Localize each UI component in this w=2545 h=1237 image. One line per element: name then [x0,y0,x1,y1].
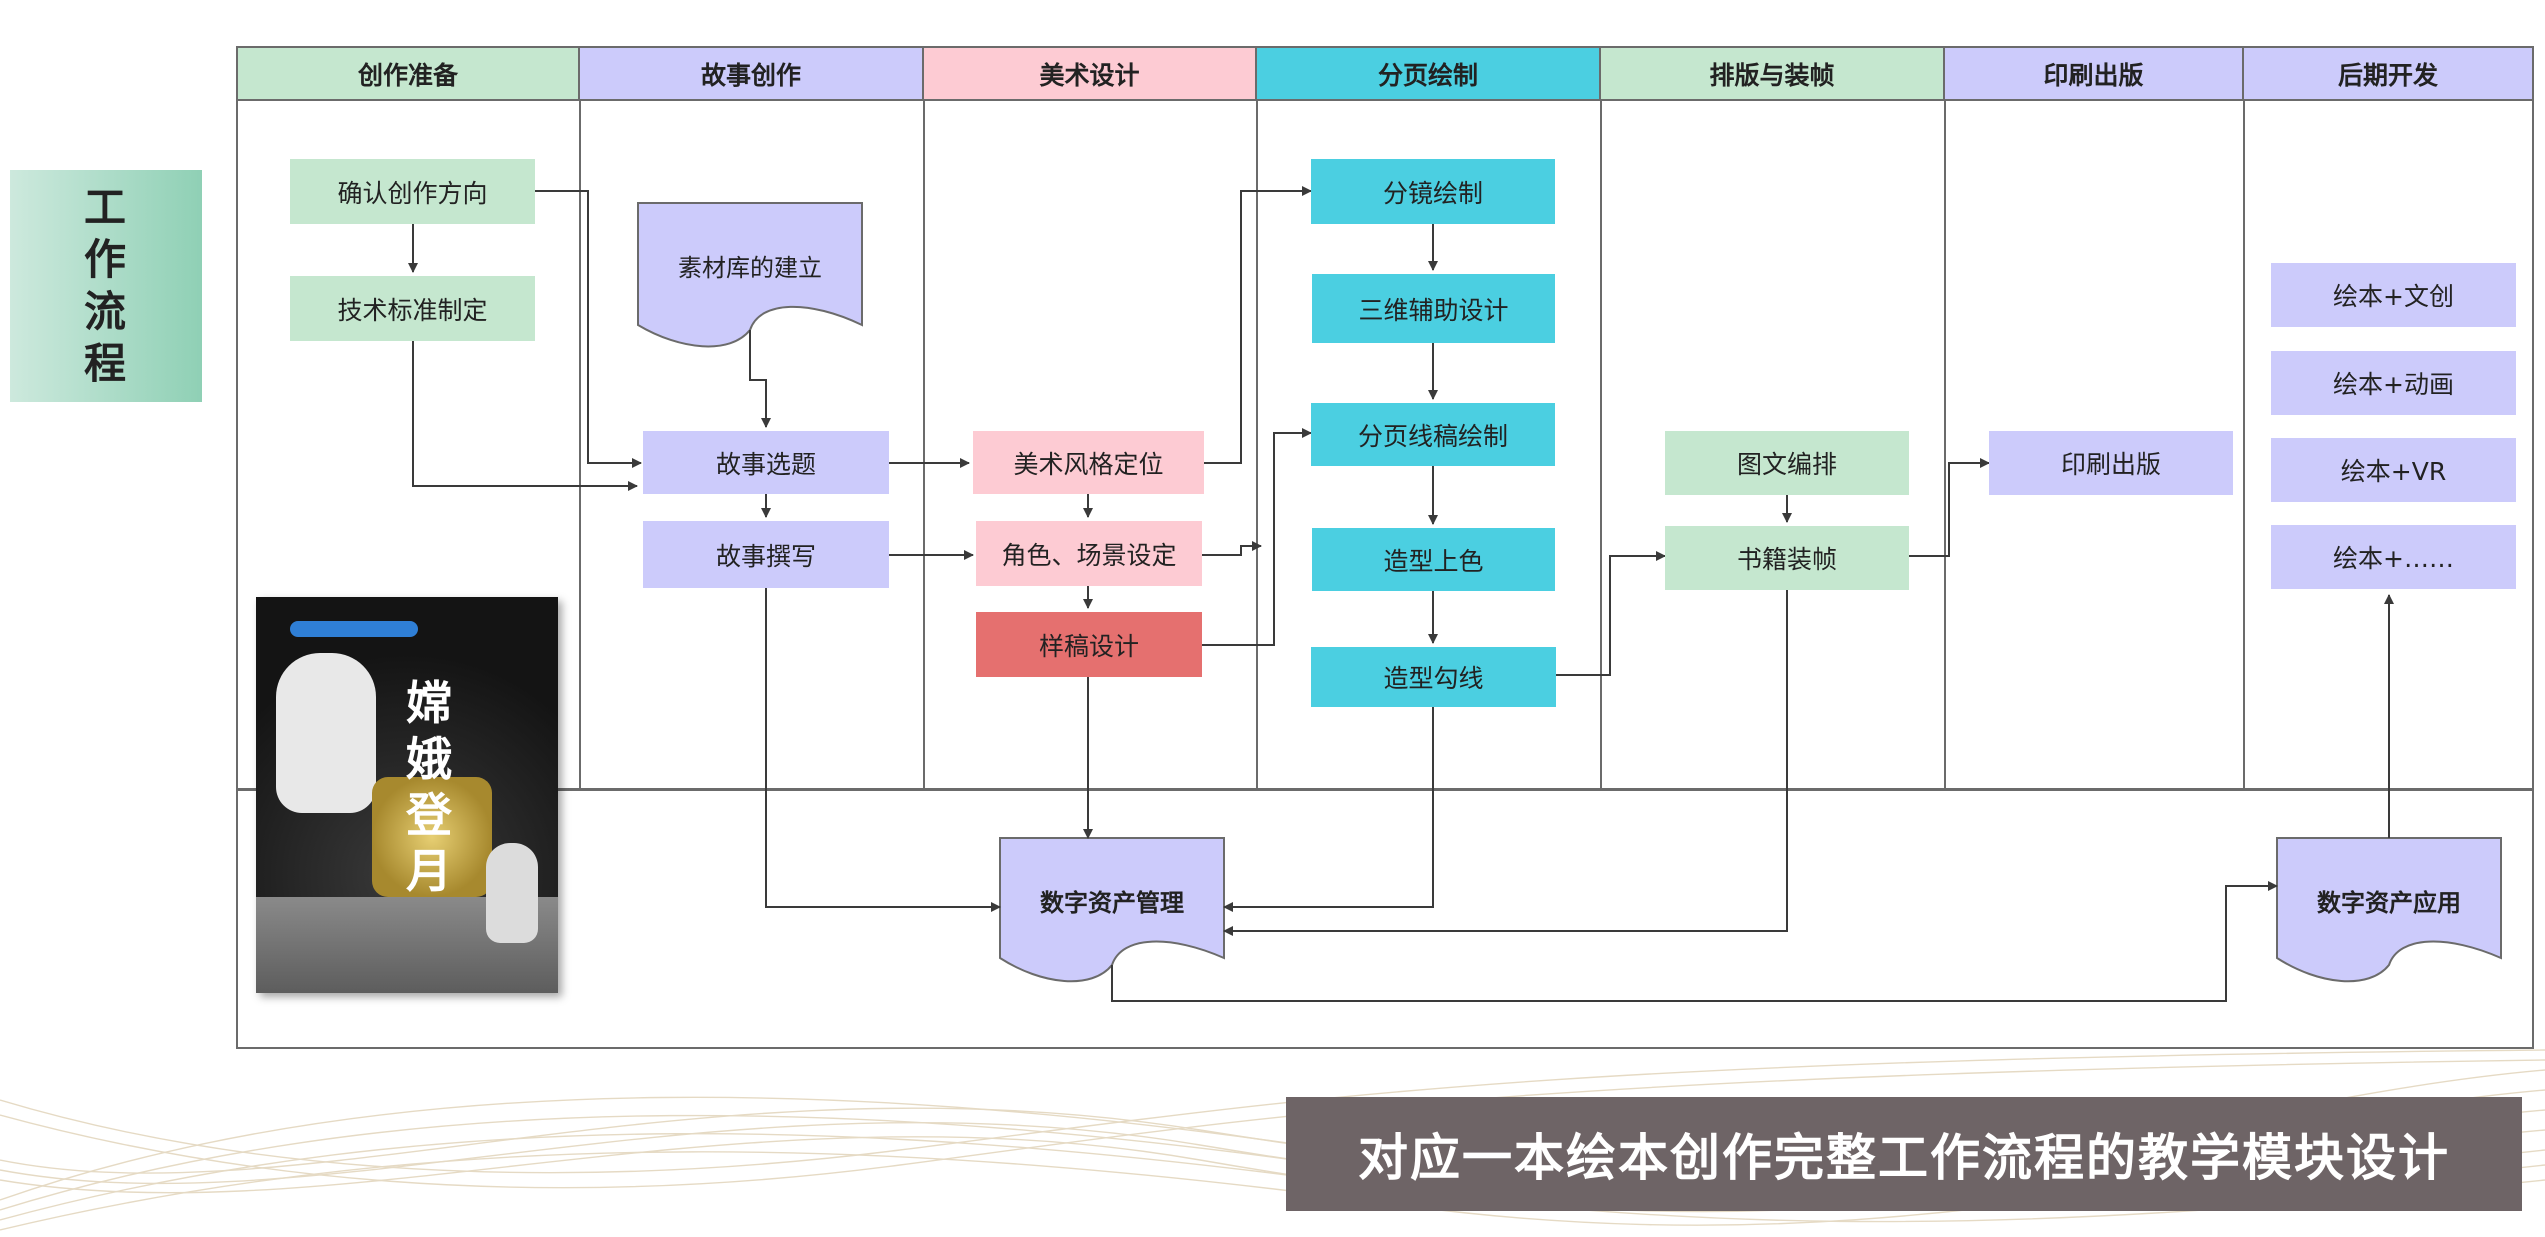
node-dev-animation: 绘本+动画 [2271,351,2516,415]
node-label: 造型勾线 [1383,664,1484,693]
astronaut-figure [486,843,538,943]
node-label: 确认创作方向 [337,178,488,208]
side-label-text: 工作 流程 [83,183,128,388]
node-label: 数字资产应用 [2317,888,2461,917]
node-dev-more: 绘本+…… [2271,525,2516,589]
node-label: 分页线稿绘制 [1357,421,1508,451]
node-label: 图文编排 [1736,450,1837,479]
lane-title: 排版与装帧 [1709,60,1835,90]
node-3d-assist: 三维辅助设计 [1312,274,1555,343]
node-printing: 印刷出版 [1989,431,2233,495]
node-label: 样稿设计 [1038,631,1139,661]
book-series-badge [290,621,418,637]
node-confirm-direction: 确认创作方向 [290,159,535,224]
astronaut-figure [276,653,376,813]
node-tech-standard: 技术标准制定 [290,276,535,341]
lane-title: 分页绘制 [1377,60,1478,90]
lane-title: 印刷出版 [2043,60,2144,90]
node-sample-design: 样稿设计 [976,612,1202,677]
node-dev-culture: 绘本+文创 [2271,263,2516,327]
lane-header-development: 后期开发 [2244,46,2534,101]
node-coloring: 造型上色 [1312,528,1555,591]
lane-divider [923,101,925,789]
lane-header-pages: 分页绘制 [1257,46,1601,101]
node-label: 故事撰写 [715,541,816,571]
lane-divider [1944,101,1946,789]
node-asset-management: 数字资产管理 [1000,870,1224,930]
node-label: 故事选题 [715,449,816,479]
node-label: 分镜绘制 [1382,178,1483,208]
lane-divider [1256,101,1258,789]
node-dev-vr: 绘本+VR [2271,438,2516,502]
node-layout: 图文编排 [1665,431,1909,495]
book-title: 嫦娥登月 [406,676,452,898]
node-material-library: 素材库的建立 [638,235,862,295]
node-label: 角色、场景设定 [1001,540,1177,570]
lane-title: 创作准备 [357,60,458,90]
node-label: 印刷出版 [2060,450,2161,479]
asset-zone-divider [236,788,2534,791]
node-label: 造型上色 [1383,546,1484,576]
wave-decoration [0,1049,2545,1231]
caption-text: 对应一本绘本创作完整工作流程的教学模块设计 [1358,1129,2450,1187]
node-page-line-draft: 分页线稿绘制 [1311,403,1555,466]
lane-title: 美术设计 [1039,60,1140,90]
lane-header-printing: 印刷出版 [1945,46,2244,101]
node-story-topic: 故事选题 [643,431,889,494]
node-label: 书籍装帧 [1736,545,1837,574]
node-label: 美术风格定位 [1013,449,1164,479]
lane-title: 后期开发 [2337,60,2438,90]
node-label: 绘本+VR [2340,457,2447,486]
node-character-scene: 角色、场景设定 [976,521,1202,586]
node-label: 三维辅助设计 [1358,295,1509,325]
lane-header-art: 美术设计 [924,46,1257,101]
node-storyboard: 分镜绘制 [1311,159,1555,224]
slide-caption: 对应一本绘本创作完整工作流程的教学模块设计 [1286,1097,2522,1211]
lunar-lander-figure [372,777,492,897]
node-label: 绘本+文创 [2333,282,2454,311]
node-label: 数字资产管理 [1040,888,1184,917]
lane-divider [579,101,581,789]
node-label: 技术标准制定 [337,295,488,325]
node-outline: 造型勾线 [1311,647,1556,707]
lane-title: 故事创作 [700,60,801,90]
node-label: 绘本+…… [2333,544,2454,573]
node-story-writing: 故事撰写 [643,521,889,588]
node-asset-application: 数字资产应用 [2277,870,2501,930]
lane-header-preparation: 创作准备 [236,46,580,101]
lane-header-layout: 排版与装帧 [1601,46,1945,101]
lane-divider [2243,101,2245,789]
lane-divider [1600,101,1602,789]
node-label: 素材库的建立 [678,253,822,282]
node-label: 绘本+动画 [2333,370,2454,399]
node-binding: 书籍装帧 [1665,526,1909,590]
lane-header-story: 故事创作 [580,46,924,101]
side-label-workflow: 工作 流程 [10,170,202,402]
node-art-style: 美术风格定位 [973,431,1204,494]
book-cover-image: 嫦娥登月 [256,597,558,993]
